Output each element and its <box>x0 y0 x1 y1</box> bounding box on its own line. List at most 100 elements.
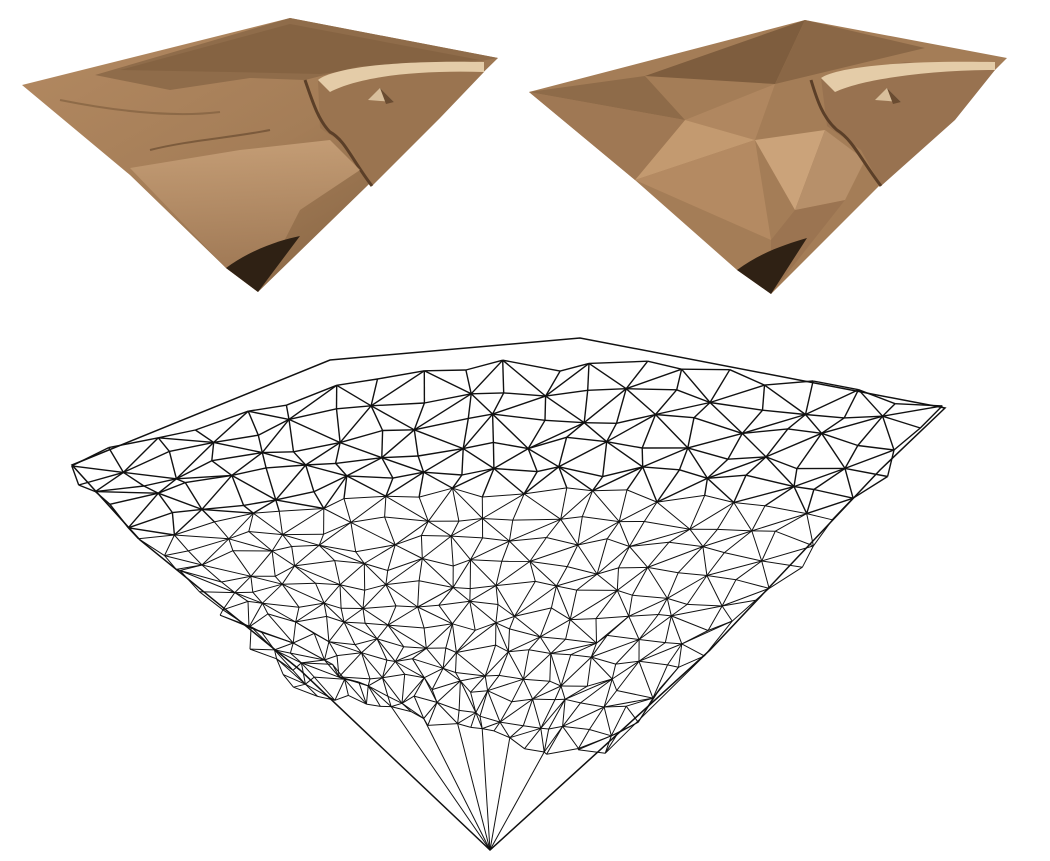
mesh-edge <box>195 410 249 431</box>
mesh-edge <box>765 456 795 488</box>
mesh-edge <box>638 615 672 640</box>
mesh-edge <box>592 489 628 492</box>
mesh-edge <box>765 432 822 458</box>
mesh-edge <box>173 508 203 536</box>
mesh-edge <box>687 603 723 607</box>
mesh-edge <box>564 698 581 704</box>
mesh-edge <box>558 441 608 468</box>
mesh-edge <box>305 683 336 701</box>
mesh-edge <box>262 451 294 454</box>
mesh-edge <box>629 546 649 568</box>
mesh-edge <box>253 512 283 536</box>
mesh-edge <box>323 498 345 509</box>
mesh-edge <box>550 642 597 654</box>
mesh-edge <box>168 451 178 479</box>
mesh-edge <box>489 751 545 851</box>
mesh-edge <box>618 489 628 522</box>
mesh-edge <box>295 607 300 623</box>
mesh-edge <box>560 519 579 546</box>
mesh-edge <box>179 570 200 593</box>
mesh-edge <box>493 447 529 470</box>
mesh-edge <box>482 721 501 730</box>
mesh-edge <box>262 583 283 604</box>
mesh-edge <box>550 653 571 656</box>
mesh-edge <box>689 528 704 547</box>
mesh-edge <box>414 429 464 450</box>
mesh-edge <box>470 690 488 693</box>
mesh-edge <box>524 748 545 753</box>
mesh-edge <box>702 546 725 554</box>
mesh-edge <box>628 614 659 617</box>
mesh-edge <box>610 705 627 737</box>
mesh-edge <box>381 429 415 459</box>
mesh-edge <box>565 619 571 640</box>
mesh-edge <box>821 432 859 447</box>
mesh-edge <box>523 493 561 520</box>
mesh-edge <box>631 567 649 596</box>
mesh-edge <box>706 477 735 504</box>
mesh-edge <box>461 467 495 476</box>
mesh-edge <box>234 592 249 602</box>
mesh-edge <box>228 538 273 552</box>
mesh-edge <box>595 618 597 644</box>
mesh-edge <box>556 573 598 587</box>
mesh-edge <box>362 590 366 609</box>
mesh-edge <box>305 464 315 492</box>
mesh-edge <box>514 607 552 617</box>
mesh-edge <box>532 698 556 701</box>
mesh-edge <box>709 401 763 411</box>
mesh-edge <box>185 474 232 484</box>
mesh-edge <box>343 475 348 499</box>
mesh-edge <box>529 560 568 568</box>
mesh-edge <box>201 538 230 566</box>
mesh-edge <box>394 661 406 675</box>
mesh-edge <box>323 602 345 623</box>
mesh-edge <box>591 639 640 658</box>
mesh-edge <box>495 580 536 587</box>
mesh-edge <box>761 545 814 562</box>
mesh-edge <box>606 521 620 540</box>
mesh-edge <box>727 456 767 460</box>
mesh-edge <box>315 582 341 586</box>
mesh-edge <box>417 606 425 629</box>
mesh-edge <box>262 602 296 623</box>
mesh-edge <box>551 607 571 621</box>
mesh-edge <box>528 649 551 654</box>
mesh-edge <box>566 487 593 492</box>
mesh-edge <box>793 485 815 491</box>
mesh-edge <box>362 608 366 624</box>
mesh-edge <box>250 550 273 577</box>
mesh-edge <box>467 393 472 419</box>
mesh-edge <box>681 620 733 645</box>
mesh-edge <box>509 616 515 630</box>
mesh-edge <box>385 558 423 586</box>
mesh-edge <box>456 652 486 677</box>
mesh-edge <box>291 544 320 547</box>
mesh-edge <box>395 658 413 662</box>
mesh-edge <box>381 430 384 458</box>
mesh-edge <box>295 615 327 623</box>
mesh-edge <box>509 518 561 542</box>
mesh-edge <box>158 492 203 511</box>
mesh-edge <box>314 676 345 680</box>
mesh-edge <box>381 457 424 473</box>
mesh-edge <box>377 370 425 380</box>
mesh-edge <box>806 513 833 521</box>
mesh-edge <box>629 528 691 547</box>
mesh-edge <box>616 590 630 617</box>
mesh-edge <box>458 518 483 522</box>
mesh-edge <box>540 698 566 729</box>
mesh-edge <box>625 705 639 723</box>
mesh-edge <box>411 658 425 678</box>
mesh-edge <box>339 584 365 591</box>
mesh-edge <box>567 566 598 575</box>
mesh-edge <box>262 451 306 466</box>
mesh-edge <box>532 698 542 729</box>
mesh-edge <box>607 634 640 640</box>
mesh-edge <box>376 638 396 662</box>
mesh-edge <box>334 694 349 701</box>
mesh-edge <box>681 643 705 657</box>
mesh-edge <box>491 414 495 443</box>
mesh-edge <box>271 534 283 552</box>
mesh-edge <box>257 435 263 453</box>
